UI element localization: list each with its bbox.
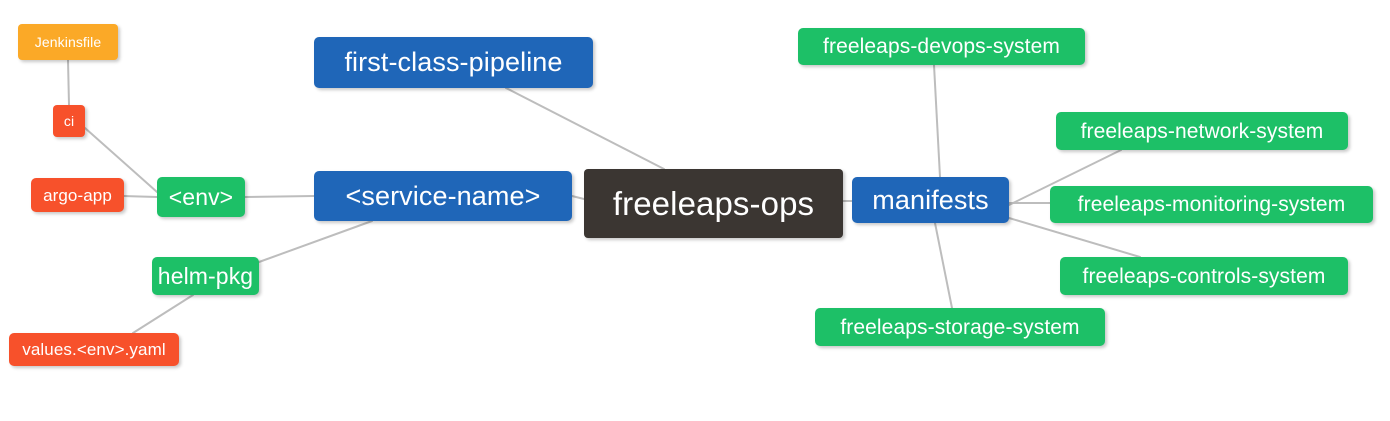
node-jenkinsfile[interactable]: Jenkinsfile xyxy=(18,24,118,60)
edge-env-to-service-name xyxy=(244,195,315,198)
node-label-env: <env> xyxy=(168,183,234,210)
node-label-first-class-pipeline: first-class-pipeline xyxy=(344,47,563,77)
edge-manifests-to-freeleaps-storage-system xyxy=(934,222,953,309)
node-label-ci: ci xyxy=(63,113,75,129)
node-freeleaps-controls-system[interactable]: freeleaps-controls-system xyxy=(1060,257,1348,295)
node-freeleaps-monitoring-system[interactable]: freeleaps-monitoring-system xyxy=(1050,186,1373,223)
node-label-helm-pkg: helm-pkg xyxy=(157,262,254,289)
node-freeleaps-devops-system[interactable]: freeleaps-devops-system xyxy=(798,28,1085,65)
node-freeleaps-ops[interactable]: freeleaps-ops xyxy=(584,169,843,238)
edge-jenkinsfile-to-ci xyxy=(67,59,70,106)
node-label-freeleaps-ops: freeleaps-ops xyxy=(612,185,815,222)
node-label-freeleaps-monitoring-system: freeleaps-monitoring-system xyxy=(1077,193,1346,216)
node-label-values-env-yaml: values.<env>.yaml xyxy=(22,340,166,359)
node-service-name[interactable]: <service-name> xyxy=(314,171,572,221)
edge-service-name-to-freeleaps-ops xyxy=(571,195,585,200)
node-label-freeleaps-controls-system: freeleaps-controls-system xyxy=(1082,264,1326,288)
node-manifests[interactable]: manifests xyxy=(852,177,1009,223)
edge-first-class-pipeline-to-freeleaps-ops xyxy=(505,87,665,170)
node-label-freeleaps-storage-system: freeleaps-storage-system xyxy=(840,315,1080,339)
node-freeleaps-network-system[interactable]: freeleaps-network-system xyxy=(1056,112,1348,150)
edge-manifests-to-freeleaps-devops-system xyxy=(933,64,941,178)
node-label-freeleaps-devops-system: freeleaps-devops-system xyxy=(823,35,1060,58)
edge-helm-pkg-to-service-name xyxy=(258,220,373,263)
node-helm-pkg[interactable]: helm-pkg xyxy=(152,257,259,295)
edge-argo-app-to-env xyxy=(123,195,158,198)
node-freeleaps-storage-system[interactable]: freeleaps-storage-system xyxy=(815,308,1105,346)
node-values-env-yaml[interactable]: values.<env>.yaml xyxy=(9,333,179,366)
node-label-argo-app: argo-app xyxy=(43,185,112,205)
node-env[interactable]: <env> xyxy=(157,177,245,217)
edge-manifests-to-freeleaps-controls-system xyxy=(1008,217,1141,258)
node-argo-app[interactable]: argo-app xyxy=(31,178,124,212)
node-label-jenkinsfile: Jenkinsfile xyxy=(34,34,102,50)
node-ci[interactable]: ci xyxy=(53,105,85,137)
node-label-freeleaps-network-system: freeleaps-network-system xyxy=(1080,119,1324,143)
edge-values-env-yaml-to-helm-pkg xyxy=(132,294,194,334)
node-label-service-name: <service-name> xyxy=(345,180,541,211)
node-label-manifests: manifests xyxy=(872,184,989,215)
node-first-class-pipeline[interactable]: first-class-pipeline xyxy=(314,37,593,88)
